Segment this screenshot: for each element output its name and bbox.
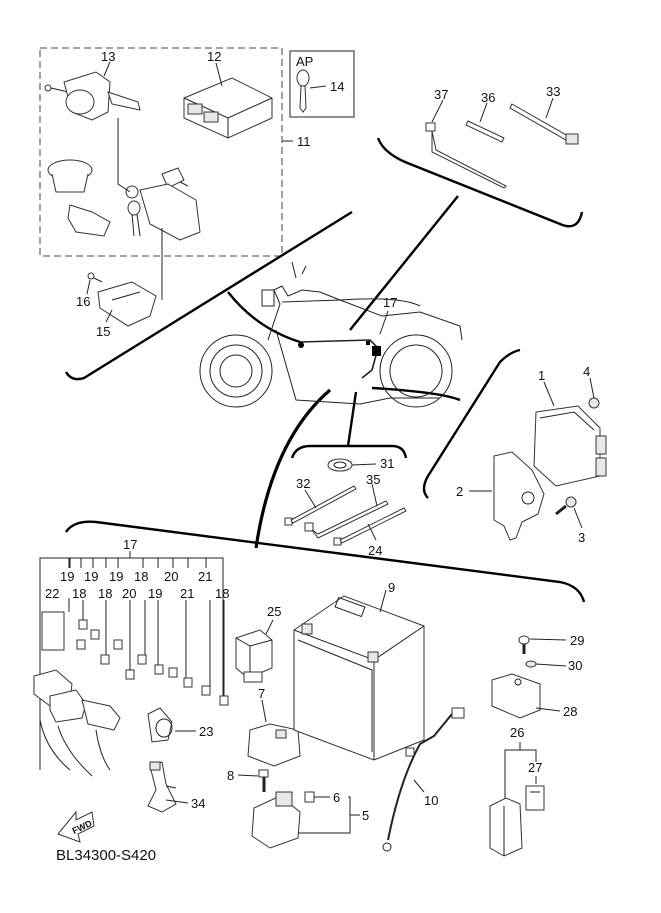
callout-11: 11 xyxy=(297,134,311,149)
part-32-cable-tie[interactable] xyxy=(284,485,357,526)
part-26-relay[interactable] xyxy=(489,797,523,857)
part-37-cable-tie[interactable] xyxy=(425,122,507,189)
part-33-band[interactable] xyxy=(509,103,579,145)
ap-box xyxy=(289,50,355,118)
callout-23: 23 xyxy=(199,724,213,739)
callout-frame-fuses xyxy=(65,520,586,603)
callout-2: 2 xyxy=(456,484,463,499)
callout-33: 33 xyxy=(546,84,560,99)
fwd-arrow-icon: FWD xyxy=(57,810,95,843)
part-2-bracket[interactable] xyxy=(493,451,545,541)
callout-34: 34 xyxy=(191,796,205,811)
fuse-label-top-5: 20 xyxy=(164,569,178,584)
part-3-bolt[interactable] xyxy=(555,496,577,516)
part-lock-bracket[interactable] xyxy=(67,204,111,237)
part-13-sensor[interactable] xyxy=(44,71,141,121)
callout-37: 37 xyxy=(434,87,448,102)
part-15-cover[interactable] xyxy=(97,281,157,327)
part-12-control-unit[interactable] xyxy=(183,77,273,139)
callout-frame-ties xyxy=(376,137,584,228)
callout-6: 6 xyxy=(333,790,340,805)
callout-8: 8 xyxy=(227,768,234,783)
callout-35: 35 xyxy=(366,472,380,487)
fuse-label-top-2: 19 xyxy=(84,569,98,584)
callout-9: 9 xyxy=(388,580,395,595)
part-10-battery-cable[interactable] xyxy=(382,707,465,852)
part-35-cable-tie[interactable] xyxy=(304,500,389,539)
callout-25: 25 xyxy=(267,604,281,619)
part-8-bolt[interactable] xyxy=(258,769,269,792)
callout-12: 12 xyxy=(207,49,221,64)
callout-14: 14 xyxy=(330,79,344,94)
part-24-cable-tie[interactable] xyxy=(333,507,407,546)
part-29-screw[interactable] xyxy=(518,635,530,654)
callout-32: 32 xyxy=(296,476,310,491)
fuse-label-top-4: 18 xyxy=(134,569,148,584)
fuse-label-bottom-6: 18 xyxy=(215,586,229,601)
part-seat-lock[interactable] xyxy=(161,167,189,189)
part-16-screw[interactable] xyxy=(87,272,103,283)
fuse-label-bottom-2: 18 xyxy=(98,586,112,601)
callout-5: 5 xyxy=(362,808,369,823)
callout-16: 16 xyxy=(76,294,90,309)
motorcycle-outline xyxy=(199,261,463,408)
fuse-label-bottom-4: 19 xyxy=(148,586,162,601)
fuse-label-top-1: 19 xyxy=(60,569,74,584)
part-6-fuse[interactable] xyxy=(304,791,315,803)
fuse-bracket-lines xyxy=(39,557,224,770)
part-5-starter-relay[interactable] xyxy=(251,791,301,849)
callout-17-harness: 17 xyxy=(383,295,397,310)
fuse-set[interactable] xyxy=(76,619,229,706)
part-34-bracket[interactable] xyxy=(147,761,177,813)
part-31-band[interactable] xyxy=(327,458,353,472)
callout-10: 10 xyxy=(424,793,438,808)
diagram-code: BL34300-S420 xyxy=(56,847,156,864)
fuse-label-top-6: 21 xyxy=(198,569,212,584)
fuse-label-bottom-5: 21 xyxy=(180,586,194,601)
fuse-label-bottom-1: 18 xyxy=(72,586,86,601)
part-main-switch[interactable] xyxy=(125,183,201,241)
callout-24: 24 xyxy=(368,543,382,558)
callout-28: 28 xyxy=(563,704,577,719)
callout-30: 30 xyxy=(568,658,582,673)
part-25-relay[interactable] xyxy=(235,629,273,683)
part-28-sensor[interactable] xyxy=(491,673,541,719)
callout-7: 7 xyxy=(258,686,265,701)
part-lock-cap[interactable] xyxy=(47,159,93,193)
fuse-label-bottom-3: 20 xyxy=(122,586,136,601)
kit-group-border xyxy=(39,47,283,257)
wire-harness-17[interactable] xyxy=(298,339,381,379)
callout-13: 13 xyxy=(101,49,115,64)
part-22-fuse-box[interactable] xyxy=(33,611,121,777)
part-27-cover[interactable] xyxy=(525,785,545,811)
callout-frame-ecu xyxy=(422,348,521,499)
callout-31: 31 xyxy=(380,456,394,471)
callout-22: 22 xyxy=(45,586,59,601)
part-7-cover[interactable] xyxy=(247,723,301,767)
callout-15: 15 xyxy=(96,324,110,339)
callout-29: 29 xyxy=(570,633,584,648)
part-1-control-unit[interactable] xyxy=(533,405,607,487)
callout-26: 26 xyxy=(510,725,524,740)
part-14-key[interactable] xyxy=(296,69,310,113)
ap-label: AP xyxy=(296,54,313,69)
part-23-clamp[interactable] xyxy=(147,707,173,743)
callout-36: 36 xyxy=(481,90,495,105)
callout-3: 3 xyxy=(578,530,585,545)
part-30-washer[interactable] xyxy=(525,660,537,668)
callout-27: 27 xyxy=(528,760,542,775)
fuse-leader-lines xyxy=(68,558,225,696)
part-4-nut[interactable] xyxy=(588,397,600,409)
fuse-label-top-3: 19 xyxy=(109,569,123,584)
callout-17-fuse-set: 17 xyxy=(123,537,137,552)
callout-1: 1 xyxy=(538,368,545,383)
part-9-battery[interactable] xyxy=(293,595,425,761)
callout-frame-kit xyxy=(64,210,353,381)
callout-4: 4 xyxy=(583,364,590,379)
part-36-band[interactable] xyxy=(465,120,505,143)
